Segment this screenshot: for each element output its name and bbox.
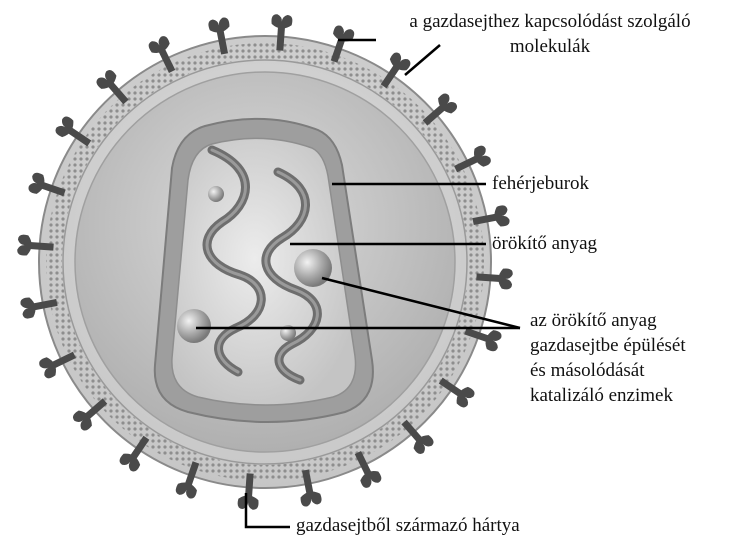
label-host-membrane: gazdasejtből származó hártya (296, 515, 520, 537)
label-enzymes: az örökítő anyag gazdasejtbe épülését és… (530, 310, 686, 407)
label-attachment-molecules-line2: molekulák (372, 36, 728, 58)
label-enzymes-line1: az örökítő anyag (530, 310, 686, 332)
label-attachment-molecules-line1: a gazdasejthez kapcsolódást szolgáló (372, 11, 728, 33)
label-enzymes-line3: és másolódását (530, 360, 686, 382)
label-attachment-molecules: a gazdasejthez kapcsolódást szolgáló mol… (372, 11, 728, 58)
label-genetic-material: örökítő anyag (492, 233, 597, 255)
label-enzymes-line4: katalizáló enzimek (530, 385, 686, 407)
enzyme-left (177, 309, 211, 343)
enzyme-right (294, 249, 332, 287)
enzyme-small-top (208, 186, 224, 202)
label-protein-coat: fehérjeburok (492, 173, 589, 195)
label-enzymes-line2: gazdasejtbe épülését (530, 335, 686, 357)
